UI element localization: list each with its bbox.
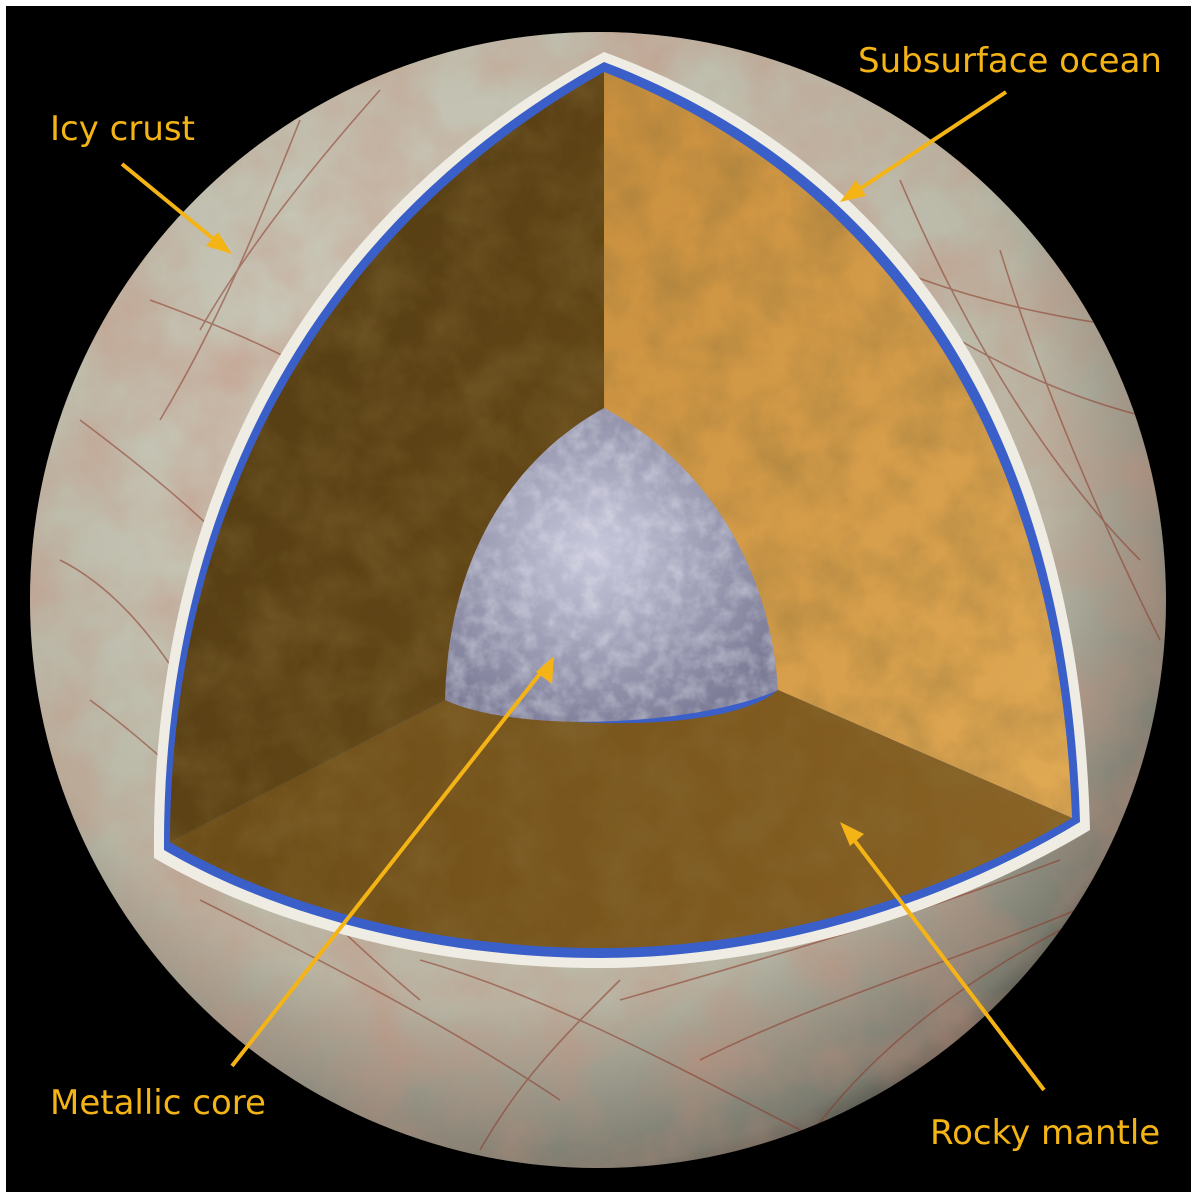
label-subsurface-ocean: Subsurface ocean xyxy=(858,44,1162,78)
label-metallic-core: Metallic core xyxy=(50,1086,266,1120)
label-rocky-mantle: Rocky mantle xyxy=(930,1116,1160,1150)
label-icy-crust: Icy crust xyxy=(50,112,195,146)
